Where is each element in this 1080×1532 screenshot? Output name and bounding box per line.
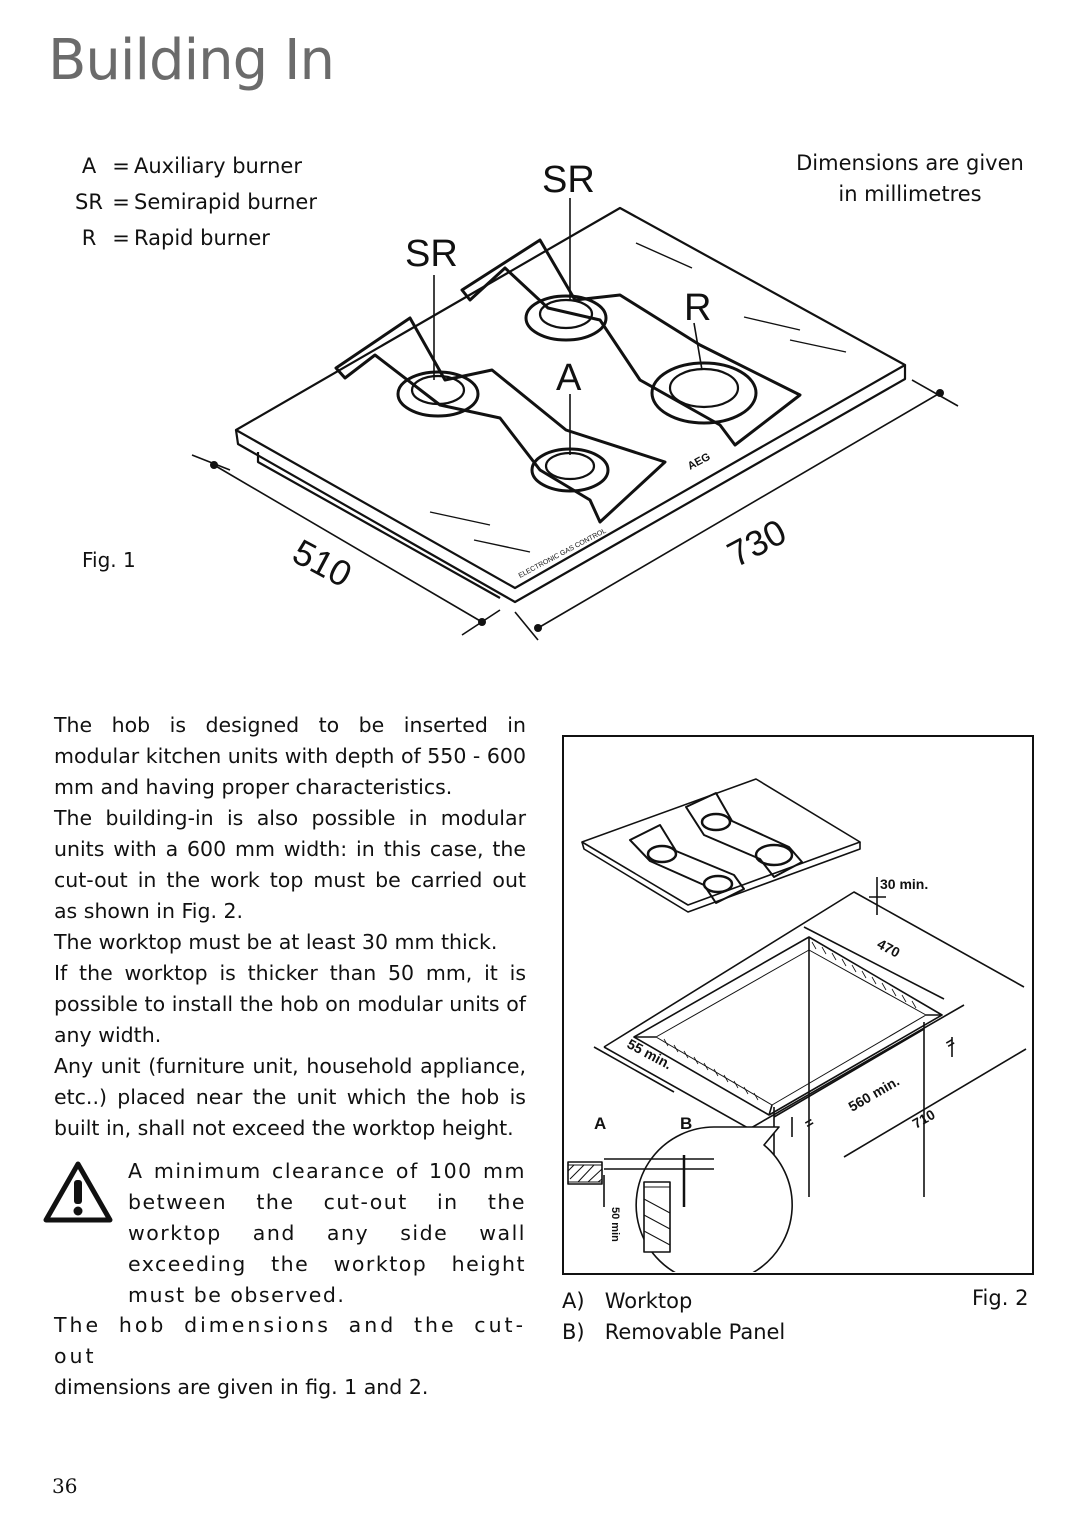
legend-row-rapid: R = Rapid burner xyxy=(70,220,317,256)
burner-sr-back xyxy=(524,294,608,342)
label-equal: = xyxy=(802,1114,817,1132)
legend-label: Semirapid burner xyxy=(134,190,317,214)
page-title: Building In xyxy=(48,28,335,93)
fig2-legend-row: A) Worktop xyxy=(562,1286,785,1317)
fig2-detail-callout xyxy=(567,1126,793,1284)
body-paragraph: If the worktop is thicker than 50 mm, it… xyxy=(54,961,526,1047)
legend-label: Rapid burner xyxy=(134,226,270,250)
fig2-legend: A) Worktop B) Removable Panel xyxy=(562,1286,785,1348)
fig2-cutout-drawing: 30 min. 470 55 min. 560 min. 710 = = A B… xyxy=(567,778,1027,1284)
warning-text: A minimum clearance of 100 mm between th… xyxy=(128,1159,526,1307)
fig2-legend-key: B) xyxy=(562,1320,585,1344)
final-note-line: The hob dimensions and the cut-out xyxy=(54,1313,526,1368)
dimension-endpoint xyxy=(210,461,218,469)
fig1-caption: Fig. 1 xyxy=(82,548,136,572)
page-number: 36 xyxy=(52,1474,78,1498)
fig2-frame: 30 min. 470 55 min. 560 min. 710 = = A B… xyxy=(562,735,1034,1284)
legend-label: Auxiliary burner xyxy=(134,154,302,178)
body-paragraph: The worktop must be at least 30 mm thick… xyxy=(54,930,498,954)
warning-icon xyxy=(43,1161,113,1223)
final-note: The hob dimensions and the cut-out dimen… xyxy=(54,1310,526,1403)
panel-text: ELECTRONIC GAS CONTROL xyxy=(518,528,608,580)
label-front-min: 55 min. xyxy=(625,1036,675,1073)
label-depth: 470 xyxy=(875,936,903,961)
fig2-worktop xyxy=(603,891,1025,1048)
body-text: The hob is designed to be inserted in mo… xyxy=(54,710,526,1144)
burner-legend: A = Auxiliary burner SR = Semirapid burn… xyxy=(70,148,317,256)
body-paragraph: The building-in is also possible in modu… xyxy=(54,806,526,923)
label-sr-top: SR xyxy=(542,159,595,201)
hob-side-face xyxy=(234,365,907,604)
legend-row-semirapid: SR = Semirapid burner xyxy=(70,184,317,220)
dimensions-note-line: Dimensions are given xyxy=(796,151,1024,175)
pan-support-back xyxy=(460,238,802,447)
label-sr-left: SR xyxy=(405,233,458,275)
legend-key: R xyxy=(81,226,97,250)
legend-key: A xyxy=(81,154,97,178)
label-detail-gap: 50 min xyxy=(609,1207,621,1242)
legend-row-auxiliary: A = Auxiliary burner xyxy=(70,148,317,184)
burner-r-right xyxy=(650,361,758,425)
fig2-caption: Fig. 2 xyxy=(972,1286,1029,1310)
label-detail-a: A xyxy=(594,1114,606,1133)
legend-equals: = xyxy=(112,190,130,214)
dimension-endpoint xyxy=(534,624,542,632)
width-dimension-label: 730 xyxy=(721,511,793,575)
fig2-legend-label: Removable Panel xyxy=(604,1320,786,1344)
label-a: A xyxy=(556,357,582,399)
label-r: R xyxy=(684,287,711,329)
body-paragraph: Any unit (furniture unit, household appl… xyxy=(54,1054,526,1140)
burner-a-front xyxy=(530,447,610,493)
dimension-endpoint xyxy=(936,389,944,397)
dimensions-note: Dimensions are given in millimetres xyxy=(780,148,1040,210)
fig1-hob-drawing: SR SR R A 510 730 AEG ELECTRONIC GAS CON… xyxy=(191,159,959,641)
label-width: 710 xyxy=(910,1106,938,1132)
pan-support-front xyxy=(334,316,667,524)
legend-key: SR xyxy=(75,190,103,214)
dimensions-note-line: in millimetres xyxy=(838,182,982,206)
label-equal: = xyxy=(943,1034,958,1052)
brand-logo: AEG xyxy=(686,451,713,473)
depth-dimension-label: 510 xyxy=(286,531,358,595)
label-width-min: 560 min. xyxy=(846,1073,903,1115)
body-paragraph: The hob is designed to be inserted in mo… xyxy=(54,713,526,799)
legend-equals: = xyxy=(112,226,130,250)
dimension-endpoint xyxy=(478,618,486,626)
fig2-legend-label: Worktop xyxy=(604,1289,693,1313)
legend-equals: = xyxy=(112,154,130,178)
fig2-legend-row: B) Removable Panel xyxy=(562,1317,785,1348)
final-note-line: dimensions are given in fig. 1 and 2. xyxy=(54,1375,429,1399)
fig2-legend-key: A) xyxy=(562,1289,585,1313)
label-detail-b: B xyxy=(680,1114,692,1133)
label-thickness: 30 min. xyxy=(880,876,928,892)
